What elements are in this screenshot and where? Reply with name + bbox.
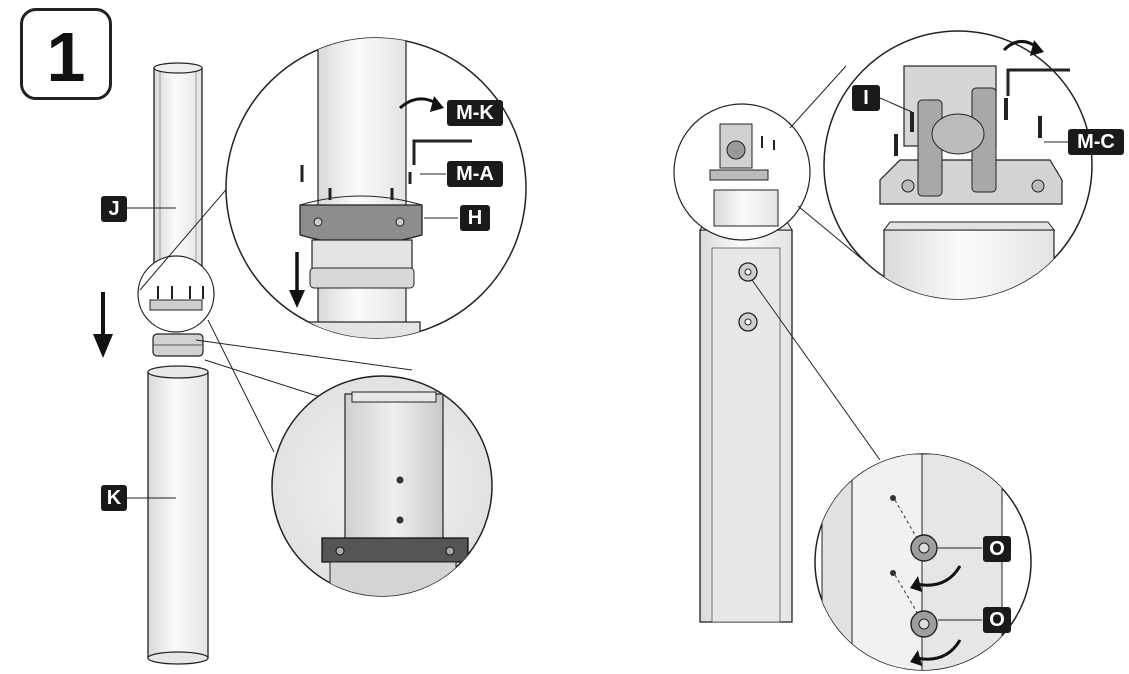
- label-j: J: [101, 196, 127, 222]
- zoom-circle-insert: [271, 375, 493, 597]
- tube-j: [153, 62, 203, 279]
- knob-o-upper: [910, 534, 938, 562]
- label-m-a: M-A: [447, 161, 503, 187]
- detail-circle-small-left: [137, 255, 215, 333]
- label-o-lower: O: [983, 607, 1011, 633]
- knob-upper: [738, 262, 758, 282]
- label-m-k: M-K: [447, 100, 503, 126]
- zoom-circle-bracket-h: [225, 37, 527, 339]
- label-m-c: M-C: [1068, 129, 1124, 155]
- zoom-circle-bracket-i: [823, 30, 1093, 300]
- zoom-circle-knobs: [814, 453, 1032, 671]
- detail-circle-small-right: [673, 103, 811, 241]
- tube-k: [147, 365, 209, 665]
- knob-lower: [738, 312, 758, 332]
- step-number: 1: [20, 8, 112, 100]
- label-k: K: [101, 485, 127, 511]
- label-i: I: [852, 85, 880, 111]
- knob-o-lower: [910, 610, 938, 638]
- label-o-upper: O: [983, 536, 1011, 562]
- right-pole: [699, 219, 793, 623]
- label-h: H: [460, 205, 490, 231]
- arrow-down-left: [93, 292, 113, 358]
